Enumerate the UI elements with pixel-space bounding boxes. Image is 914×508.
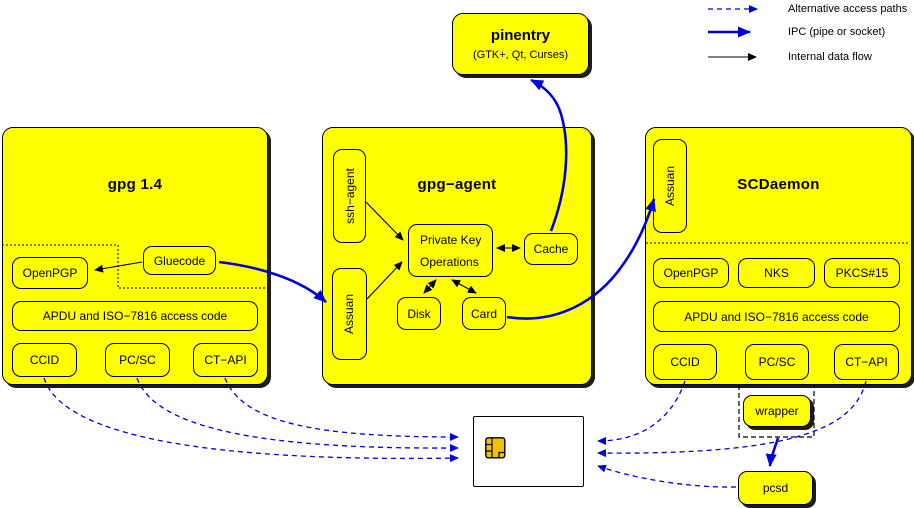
legend-alt-paths-label: Alternative access paths [788, 3, 908, 15]
scdaemon-ctapi-label: CT−API [845, 355, 888, 369]
scdaemon-nks-label: NKS [764, 266, 789, 280]
pcsd-label: pcsd [762, 481, 789, 495]
gpg14-pcsc-label: PC/SC [119, 353, 156, 367]
scdaemon-pcsc-label: PC/SC [758, 355, 796, 369]
scdaemon-assuan-label: Assuan [663, 165, 677, 207]
alt-gpg14-ctapi-to-card [224, 377, 459, 441]
alt-gpg14-pcsc-to-card [136, 377, 459, 453]
gpg14-gluecode-node: Gluecode [143, 246, 216, 275]
scdaemon-apdu-label: APDU and ISO−7816 access code [684, 309, 869, 324]
scdaemon-pkcs15-node: PKCS#15 [824, 258, 900, 288]
gpg14-apdu-label: APDU and ISO−7816 access code [42, 309, 228, 323]
gpg14-ccid-node: CCID [12, 343, 77, 377]
cache-label: Cache [533, 242, 569, 256]
pko-label-line1: Private Key [420, 232, 482, 247]
gpg14-openpgp-node: OpenPGP [12, 257, 88, 289]
gpg14-ctapi-label: CT−API [204, 353, 247, 367]
gpg14-gluecode-label: Gluecode [153, 253, 206, 268]
card-node: Card [462, 297, 506, 330]
gpg14-openpgp-label: OpenPGP [22, 266, 78, 280]
scdaemon-ctapi-node: CT−API [834, 344, 899, 380]
scdaemon-box [645, 127, 912, 385]
pcsd-node: pcsd [738, 471, 813, 505]
card-label: Card [470, 306, 497, 321]
scdaemon-nks-node: NKS [738, 258, 815, 288]
scdaemon-title: SCDaemon [737, 176, 820, 193]
gpg14-pcsc-node: PC/SC [105, 343, 170, 377]
pinentry-box: pinentry (GTK+, Qt, Curses) [452, 13, 589, 75]
ipc-wrapper-to-pcsd [765, 437, 780, 467]
gpg-agent-assuan-node: Assuan [332, 268, 367, 360]
gpg14-ccid-label: CCID [29, 353, 60, 367]
scdaemon-openpgp-label: OpenPGP [663, 266, 719, 280]
alt-scdaemon-ctapi-to-card [597, 380, 867, 458]
gpg14-title: gpg 1.4 [107, 176, 163, 193]
scdaemon-pkcs15-label: PKCS#15 [835, 266, 889, 280]
cache-node: Cache [524, 233, 578, 265]
scdaemon-ccid-label: CCID [670, 355, 700, 369]
gpg-agent-assuan-label: Assuan [342, 293, 357, 335]
legend-ipc-label: IPC (pipe or socket) [788, 26, 886, 38]
scdaemon-assuan-node: Assuan [653, 139, 687, 233]
gpg14-ctapi-node: CT−API [193, 343, 258, 377]
alt-scdaemon-ccid-to-card [597, 380, 686, 445]
gpg14-apdu-node: APDU and ISO−7816 access code [12, 301, 258, 331]
smart-card [473, 416, 584, 487]
wrapper-label: wrapper [755, 404, 799, 418]
smartcard-chip-icon [485, 437, 506, 459]
gpg-agent-ssh-agent-node: ssh−agent [333, 149, 366, 243]
scdaemon-apdu-node: APDU and ISO−7816 access code [653, 301, 900, 332]
legend-internal-label: Internal data flow [788, 51, 872, 63]
scdaemon-pcsc-node: PC/SC [745, 344, 809, 380]
disk-label: Disk [407, 306, 431, 321]
alt-gpg14-ccid-to-card [43, 377, 459, 463]
private-key-operations-node: Private Key Operations [408, 224, 493, 277]
alt-pcsd-to-card [597, 464, 737, 488]
pinentry-subtitle: (GTK+, Qt, Curses) [472, 49, 569, 61]
gpg-agent-title: gpg−agent [417, 176, 497, 193]
wrapper-node: wrapper [743, 395, 811, 427]
pko-label-line2: Operations [420, 254, 479, 269]
ssh-agent-label: ssh−agent [342, 168, 357, 224]
scdaemon-ccid-node: CCID [653, 344, 717, 380]
scdaemon-openpgp-node: OpenPGP [653, 258, 729, 288]
disk-node: Disk [397, 297, 441, 330]
pinentry-title: pinentry [490, 27, 551, 44]
